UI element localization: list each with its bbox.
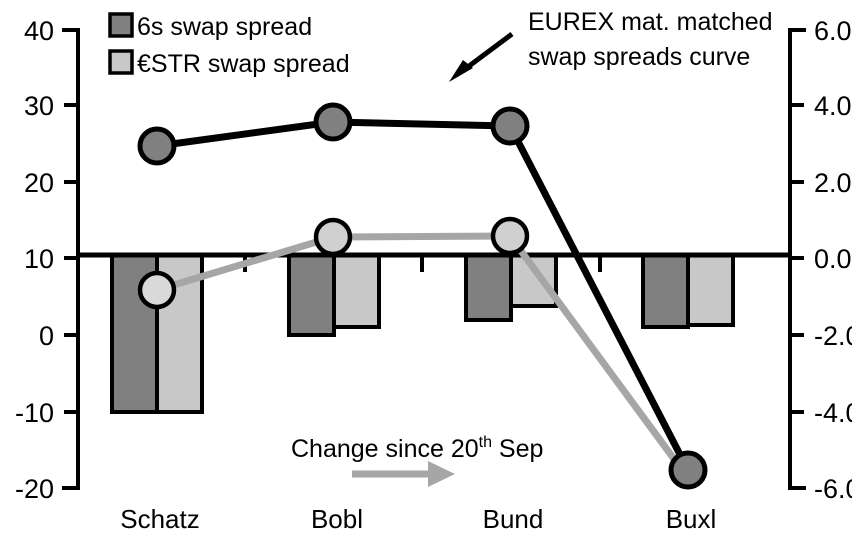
left-tick-label-m10: -10 — [15, 398, 54, 428]
bar-group-buxl — [641, 253, 735, 329]
callout-line-2: swap spreads curve — [528, 43, 750, 71]
bar-6s-bund — [464, 253, 513, 322]
callout-line-1: EUREX mat. matched — [528, 8, 773, 36]
right-tick-label-2: 2.0 — [814, 168, 852, 198]
bar-group-bobl — [287, 253, 381, 337]
change-note-superscript: th — [479, 434, 492, 451]
left-axis: 40 30 20 10 0 -10 -20 — [15, 16, 80, 504]
x-axis-ticks — [76, 255, 792, 272]
left-tick-label-10: 10 — [24, 244, 54, 274]
right-tick-label-m2: -2.0 — [814, 321, 852, 351]
eurex-mat-matched-curve — [137, 102, 708, 490]
estr-marker-bund — [490, 216, 530, 256]
x-axis-category-labels: Schatz Bobl Bund Buxl — [120, 504, 716, 534]
category-label-bund: Bund — [483, 504, 544, 534]
legend-swatch-6s — [108, 12, 134, 38]
change-note-text: Change since 20th Sep — [291, 434, 543, 463]
callout-arrow-icon — [449, 31, 514, 82]
eurex-marker-buxl — [668, 450, 708, 490]
legend-item-6s[interactable]: 6s swap spread — [108, 12, 312, 41]
change-note-pre: Change since 20 — [291, 435, 479, 463]
bar-estr-buxl — [686, 253, 735, 327]
category-label-buxl: Buxl — [666, 504, 717, 534]
left-tick-label-m20: -20 — [15, 474, 54, 504]
category-label-bobl: Bobl — [311, 504, 363, 534]
eurex-marker-bund — [490, 106, 530, 146]
change-note-post: Sep — [492, 435, 543, 463]
estr-marker-schatz — [137, 270, 177, 310]
right-tick-label-6: 6.0 — [814, 16, 852, 46]
legend: 6s swap spread €STR swap spread — [108, 12, 350, 78]
category-label-schatz: Schatz — [120, 504, 200, 534]
eurex-marker-bobl — [313, 102, 353, 142]
eurex-curve-line — [153, 118, 692, 474]
right-tick-label-m4: -4.0 — [814, 398, 852, 428]
right-tick-label-4: 4.0 — [814, 91, 852, 121]
left-tick-label-0: 0 — [39, 321, 54, 351]
annotation-curve-callout: EUREX mat. matched swap spreads curve — [449, 8, 773, 82]
left-tick-label-20: 20 — [24, 168, 54, 198]
eurex-marker-schatz — [137, 126, 177, 166]
estr-marker-bobl — [313, 217, 353, 257]
right-tick-label-0: 0.0 — [814, 244, 852, 274]
legend-label-estr: €STR swap spread — [137, 50, 350, 78]
legend-item-estr[interactable]: €STR swap spread — [108, 49, 350, 78]
bar-estr-bobl — [332, 253, 381, 329]
estr-curve-line — [153, 232, 692, 482]
change-note-arrow-icon — [352, 461, 455, 487]
left-tick-label-30: 30 — [24, 91, 54, 121]
bar-6s-bobl — [287, 253, 336, 337]
estr-swap-spreads-curve — [137, 216, 692, 482]
right-tick-label-m6: -6.0 — [814, 474, 852, 504]
left-tick-label-40: 40 — [24, 16, 54, 46]
bar-6s-buxl — [641, 253, 690, 329]
legend-swatch-estr — [108, 49, 134, 75]
legend-label-6s: 6s swap spread — [137, 13, 312, 41]
annotation-change-since: Change since 20th Sep — [291, 434, 543, 487]
